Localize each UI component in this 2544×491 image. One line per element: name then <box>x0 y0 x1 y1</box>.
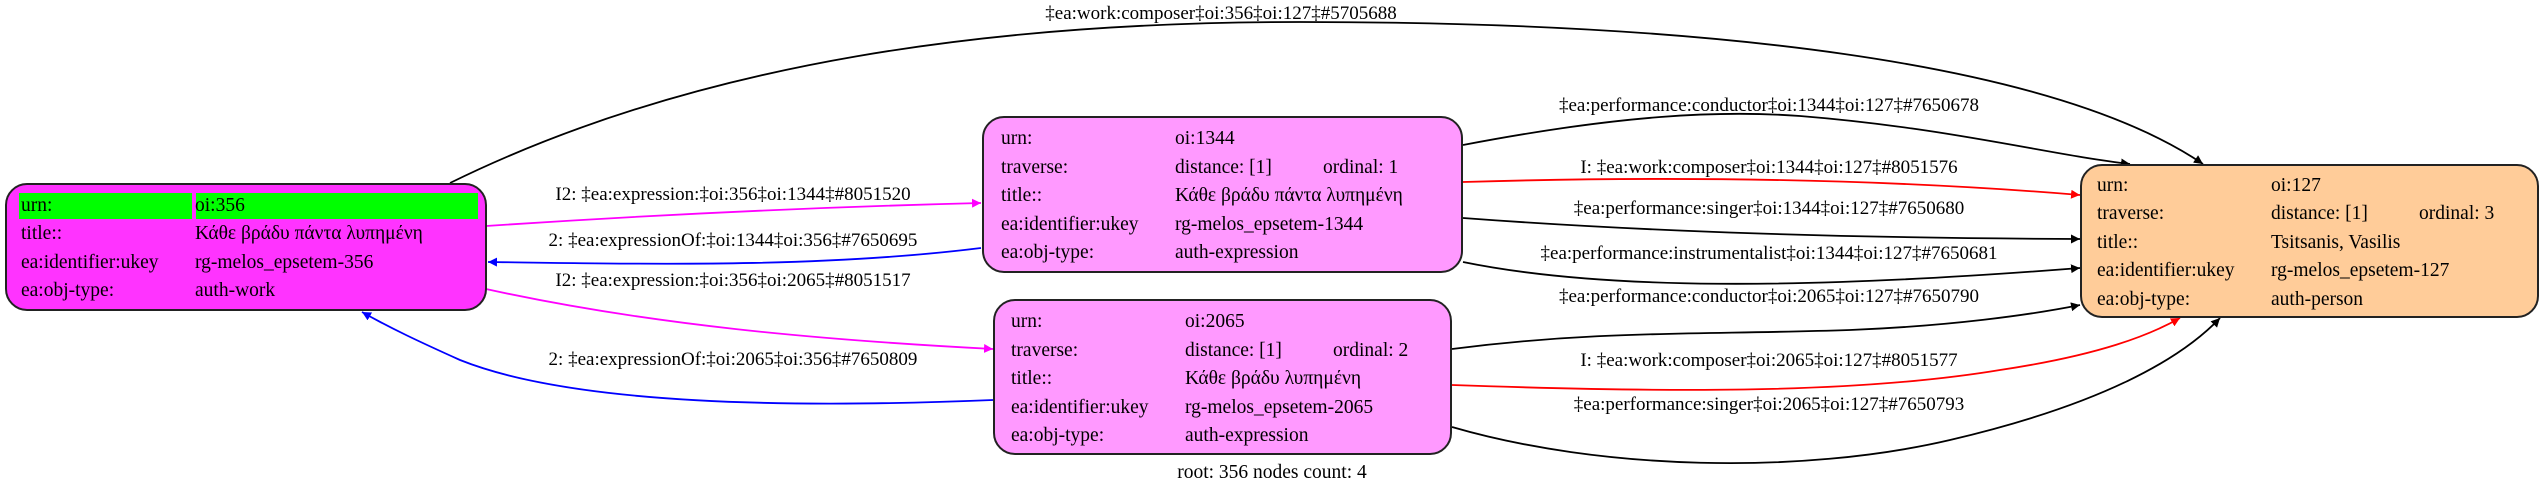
edge-conductor-1344-127 <box>1462 112 2131 168</box>
row-key: ea:obj-type: <box>1001 242 1095 263</box>
node-oi-2065[interactable]: urn: oi:2065 traverse: distance: [1] ordina… <box>993 299 1452 455</box>
edge-conductor-2065-127 <box>1451 302 2081 350</box>
edge-composer-2065-127 <box>1451 317 2181 391</box>
row-key: ea:obj-type: <box>21 280 115 301</box>
row-key: urn: <box>1001 128 1033 149</box>
row-key: ea:identifier:ukey <box>1011 397 1149 418</box>
edge-label: ‡ea:performance:instrumentalist‡oi:1344‡… <box>1541 243 1998 264</box>
row-value: Κάθε βράδυ πάντα λυπημένη <box>195 223 423 244</box>
edge-label: I2: ‡ea:expression:‡oi:356‡oi:1344‡#8051… <box>555 184 910 205</box>
row-value: rg-melos_epsetem-2065 <box>1185 397 1374 418</box>
edge-label: ‡ea:performance:singer‡oi:1344‡oi:127‡#7… <box>1574 198 1964 219</box>
row-value: distance: [1] <box>2271 203 2368 224</box>
node-oi-1344[interactable]: urn: oi:1344 traverse: distance: [1] ordina… <box>982 116 1463 273</box>
row-value: oi:356 <box>195 195 245 216</box>
row-key: title:: <box>2097 232 2139 253</box>
node-oi-356[interactable]: urn: oi:356 title::Κάθε βράδυ πάντα λυπημ… <box>5 183 487 311</box>
row-value: Tsitsanis, Vasilis <box>2271 232 2401 253</box>
edge-singer-1344-127 <box>1462 217 2081 244</box>
row-value: Κάθε βράδυ πάντα λυπημένη <box>1175 185 1403 206</box>
row-value: oi:1344 <box>1175 128 1235 149</box>
row-value: oi:127 <box>2271 175 2321 196</box>
row-key: ea:identifier:ukey <box>1001 214 1139 235</box>
edge-label: I2: ‡ea:expression:‡oi:356‡oi:2065‡#8051… <box>555 270 910 291</box>
urn-key-highlight <box>19 193 192 219</box>
row-key: traverse: <box>1001 157 1069 178</box>
row-value: distance: [1] <box>1185 340 1282 361</box>
node-oi-127[interactable]: urn: oi:127 traverse: distance: [1] ordinal… <box>2080 164 2539 318</box>
row-key: ea:obj-type: <box>1011 425 1105 446</box>
edge-composer-356-127 <box>449 21 2204 184</box>
row-key: ea:identifier:ukey <box>21 252 159 273</box>
row-key: title:: <box>21 223 63 244</box>
edge-label: ‡ea:performance:conductor‡oi:1344‡oi:127… <box>1559 95 1979 116</box>
row-key: traverse: <box>1011 340 1079 361</box>
graph-footer: root: 356 nodes count: 4 <box>1177 462 1367 483</box>
row-key: title:: <box>1011 368 1053 389</box>
row-value: rg-melos_epsetem-127 <box>2271 260 2450 281</box>
urn-value-highlight <box>196 193 478 219</box>
row-ordinal: ordinal: 2 <box>1333 340 1409 361</box>
row-value: rg-melos_epsetem-356 <box>195 252 374 273</box>
edge-expression-356-2065 <box>485 288 994 354</box>
edge-label: ‡ea:work:composer‡oi:356‡oi:127‡#5705688 <box>1045 3 1396 24</box>
edge-label: I: ‡ea:work:composer‡oi:1344‡oi:127‡#805… <box>1580 157 1957 178</box>
edge-composer-1344-127 <box>1462 177 2081 199</box>
row-key: ea:identifier:ukey <box>2097 260 2235 281</box>
row-key: ea:obj-type: <box>2097 289 2191 310</box>
edge-label: 2: ‡ea:expressionOf:‡oi:2065‡oi:356‡#765… <box>549 349 918 370</box>
row-value: oi:2065 <box>1185 311 1245 332</box>
row-value: auth-expression <box>1175 242 1299 263</box>
row-value: auth-person <box>2271 289 2364 310</box>
row-value: rg-melos_epsetem-1344 <box>1175 214 1364 235</box>
edge-expression-356-1344 <box>485 198 982 227</box>
row-key: urn: <box>2097 175 2129 196</box>
edge-expressionof-1344-356 <box>487 247 982 267</box>
row-value: auth-expression <box>1185 425 1309 446</box>
row-key: urn: <box>21 195 53 216</box>
row-ordinal: ordinal: 3 <box>2419 203 2495 224</box>
row-key: title:: <box>1001 185 1043 206</box>
row-key: urn: <box>1011 311 1043 332</box>
edge-label: ‡ea:performance:conductor‡oi:2065‡oi:127… <box>1559 286 1979 307</box>
edge-label: 2: ‡ea:expressionOf:‡oi:1344‡oi:356‡#765… <box>549 230 918 251</box>
edge-expressionof-2065-356 <box>361 311 994 405</box>
edge-label: I: ‡ea:work:composer‡oi:2065‡oi:127‡#805… <box>1580 350 1957 371</box>
row-ordinal: ordinal: 1 <box>1323 157 1399 178</box>
edge-label: ‡ea:performance:singer‡oi:2065‡oi:127‡#7… <box>1574 394 1964 415</box>
row-value: auth-work <box>195 280 276 301</box>
row-key: traverse: <box>2097 203 2165 224</box>
edge-singer-2065-127 <box>1451 317 2221 465</box>
row-value: Κάθε βράδυ λυπημένη <box>1185 368 1362 389</box>
row-value: distance: [1] <box>1175 157 1272 178</box>
edge-instrumentalist-1344-127 <box>1462 261 2081 285</box>
